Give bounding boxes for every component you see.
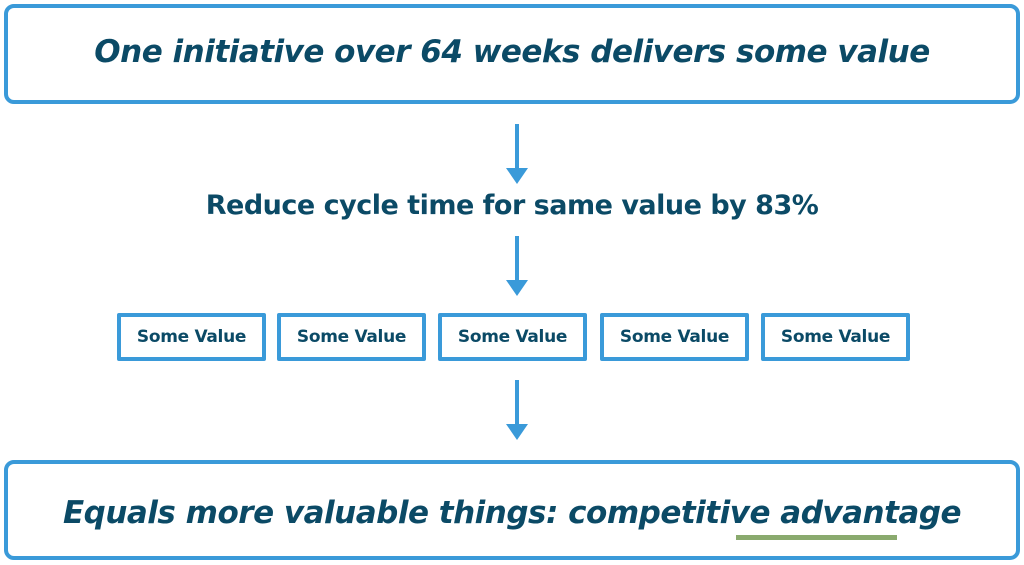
value-box-label: Some Value	[457, 327, 568, 347]
conclusion-box: Equals more valuable things: competitive…	[4, 460, 1020, 560]
value-box-label: Some Value	[136, 327, 247, 347]
conclusion-text-emphasis: advantage	[780, 495, 962, 531]
top-statement-box: One initiative over 64 weeks delivers so…	[4, 4, 1020, 104]
value-box-label: Some Value	[619, 327, 730, 347]
cycle-time-statement: Reduce cycle time for same value by 83%	[205, 190, 819, 221]
value-box: Some Value	[277, 313, 426, 361]
value-box: Some Value	[438, 313, 587, 361]
emphasis-underline	[736, 535, 897, 540]
conclusion-text-main: Equals more valuable things: competitive	[62, 495, 781, 531]
down-arrow-icon	[506, 124, 528, 184]
value-box-label: Some Value	[780, 327, 891, 347]
top-statement-text: One initiative over 64 weeks delivers so…	[94, 34, 930, 70]
value-box: Some Value	[600, 313, 749, 361]
value-box-label: Some Value	[296, 327, 407, 347]
value-box: Some Value	[117, 313, 266, 361]
conclusion-text: Equals more valuable things: competitive…	[62, 495, 962, 531]
down-arrow-icon	[506, 380, 528, 440]
down-arrow-icon	[506, 236, 528, 296]
value-box: Some Value	[761, 313, 910, 361]
